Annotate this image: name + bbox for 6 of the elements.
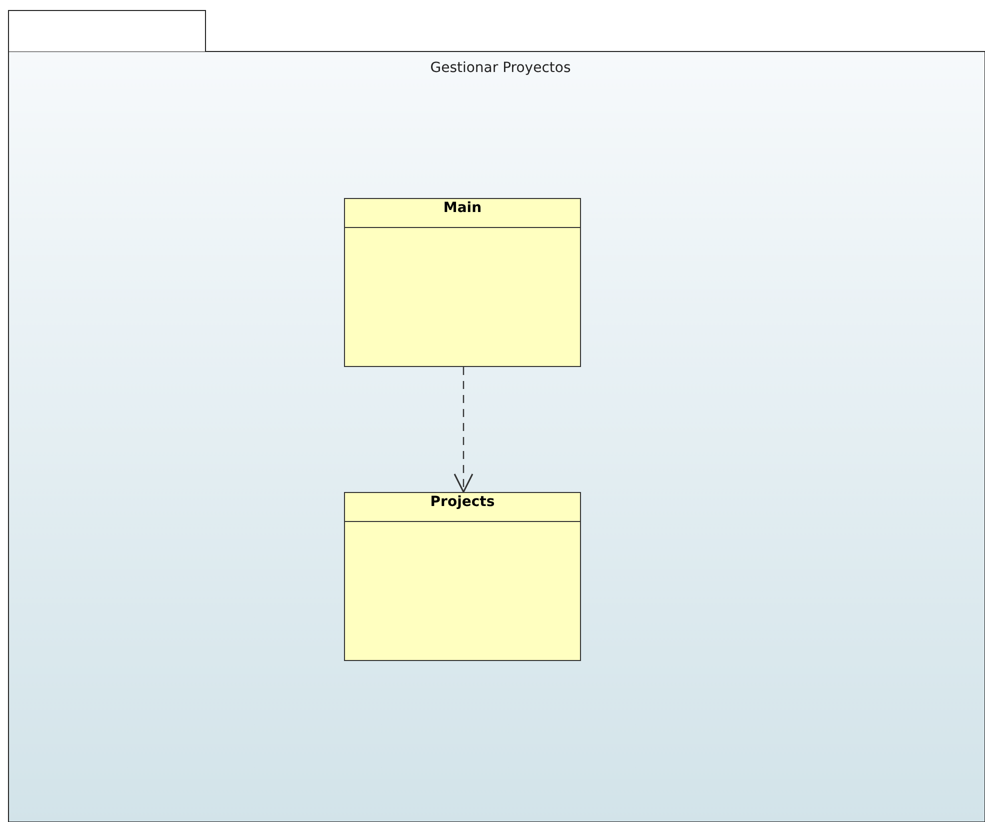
class-box	[344, 492, 581, 661]
dependency-arrow	[454, 367, 474, 493]
class-name: Projects	[345, 493, 580, 522]
class-name: Main	[345, 199, 580, 228]
class-box	[344, 198, 581, 367]
package-title: Gestionar Proyectos	[429, 60, 572, 76]
